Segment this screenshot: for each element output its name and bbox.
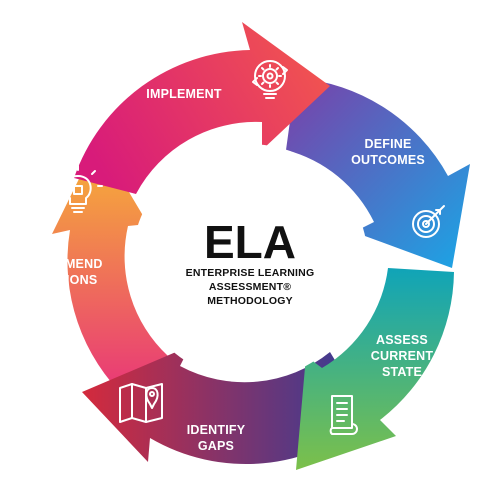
gear-cycle-icon bbox=[252, 60, 288, 99]
label-define-outcomes-line-1: DEFINE bbox=[364, 137, 411, 151]
label-recommend-line-1: RECOMMEND bbox=[17, 257, 102, 271]
segment-implement bbox=[74, 22, 330, 194]
center-subtitle-line-2: ASSESSMENT® bbox=[209, 281, 291, 293]
label-define-outcomes-line-2: OUTCOMES bbox=[351, 153, 425, 167]
label-assess-line-2: CURRENT bbox=[371, 349, 434, 363]
label-assess-line-3: STATE bbox=[382, 365, 422, 379]
center-title: ELA bbox=[204, 216, 296, 268]
document-icon bbox=[329, 395, 358, 435]
center-hub: ELA ENTERPRISE LEARNING ASSESSMENT® METH… bbox=[132, 144, 368, 380]
map-pin-icon bbox=[119, 383, 163, 423]
label-identify-line-2: GAPS bbox=[198, 439, 234, 453]
label-implement: IMPLEMENT bbox=[146, 87, 222, 101]
center-subtitle-line-1: ENTERPRISE LEARNING bbox=[186, 267, 315, 279]
center-subtitle-line-3: METHODOLOGY bbox=[207, 295, 293, 307]
lightbulb-icon bbox=[53, 165, 103, 213]
label-assess-line-1: ASSESS bbox=[376, 333, 428, 347]
label-recommend-line-2: SOLUTIONS bbox=[23, 273, 98, 287]
segment-assess-current-state bbox=[296, 268, 454, 470]
target-icon bbox=[412, 205, 445, 238]
segment-define-outcomes bbox=[286, 78, 470, 268]
segment-identify-gaps bbox=[82, 346, 370, 465]
label-identify-line-1: IDENTIFY bbox=[187, 423, 246, 437]
